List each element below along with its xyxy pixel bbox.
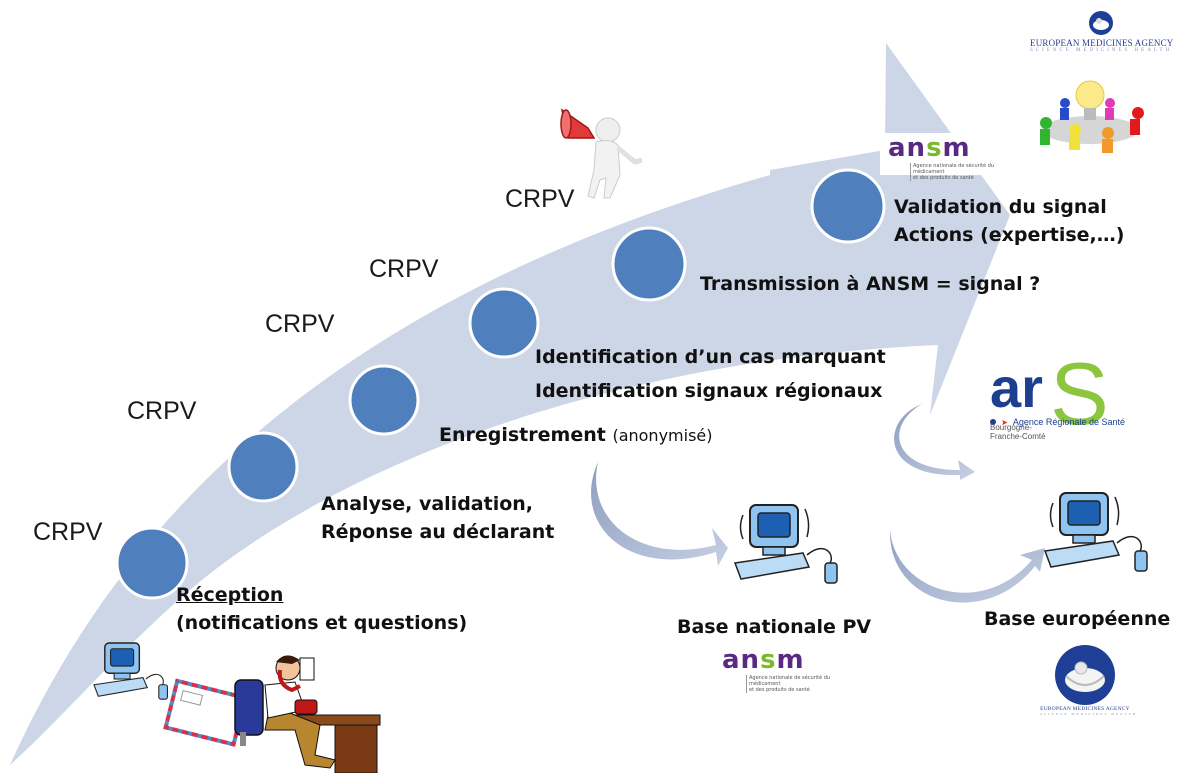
step-circle-4: [468, 287, 540, 359]
step-circles: [115, 168, 886, 600]
step-validation-line1: Validation du signal: [894, 196, 1107, 218]
step-analyse: Analyse, validation, Réponse au déclaran…: [321, 490, 554, 546]
ansm-logo-s: s: [926, 133, 943, 163]
megaphone-person-icon: [560, 108, 643, 199]
ansm-logo-m-2: m: [776, 645, 805, 675]
ema-logo-name-2: EUROPEAN MEDICINES AGENCY: [1040, 706, 1130, 712]
step-enregistrement-note: (anonymisé): [612, 426, 713, 445]
ansm-logo-sub2: et des produits de santé: [913, 175, 974, 181]
envelope-icon: [163, 678, 248, 747]
ansm-logo-top: ansm Agence nationale de sécurité du méd…: [880, 133, 1016, 181]
step-identification: Identification d’un cas marquant Identif…: [535, 340, 886, 408]
curved-arrow-to-national: [591, 462, 728, 566]
meeting-lightbulb-icon: [1040, 80, 1144, 153]
curved-arrow-to-ars: [894, 404, 975, 480]
step-validation: Validation du signal Actions (expertise,…: [894, 193, 1124, 249]
actor-label-crpv-4: CRPV: [369, 255, 439, 283]
ema-logo-bottom: EUROPEAN MEDICINES AGENCY SCIENCE MEDICI…: [1040, 706, 1138, 716]
step-validation-line2: Actions (expertise,…): [894, 224, 1125, 246]
step-reception: Réception (notifications et questions): [176, 581, 467, 637]
step-circle-5: [611, 226, 687, 302]
actor-label-crpv-3: CRPV: [265, 310, 335, 338]
ansm-logo-s-2: s: [760, 645, 777, 675]
step-reception-subtitle: (notifications et questions): [176, 612, 468, 634]
ars-logo-region2: Franche-Comté: [990, 432, 1046, 441]
ema-emblem-top: [1089, 11, 1113, 35]
step-enregistrement: Enregistrement (anonymisé): [439, 421, 713, 450]
ansm-logo-an: an: [888, 133, 927, 163]
curved-arrow-to-european: [889, 530, 1045, 603]
ars-logo-s: S: [1050, 344, 1109, 443]
database-european-label: Base européenne: [984, 608, 1171, 630]
ars-chevron-icon: ➤: [1001, 418, 1008, 427]
step-circle-3: [348, 364, 420, 436]
step-reception-title: Réception: [176, 584, 284, 606]
ars-logo-ar: ar: [990, 356, 1043, 419]
process-arrow: [10, 43, 1010, 765]
step-identification-line2: Identification signaux régionaux: [535, 380, 883, 402]
database-national-label: Base nationale PV: [677, 616, 872, 638]
ema-logo-top: EUROPEAN MEDICINES AGENCY SCIENCE MEDICI…: [1030, 38, 1174, 53]
step-enregistrement-title: Enregistrement: [439, 424, 606, 446]
ars-logo-region1: Bourgogne-: [990, 423, 1032, 432]
ars-logo-name: Agence Régionale de Santé: [1012, 417, 1125, 427]
ars-dot-icon: [990, 419, 996, 425]
step-identification-line1: Identification d’un cas marquant: [535, 346, 886, 368]
ansm-logo-sub2-2: et des produits de santé: [749, 687, 810, 693]
actor-label-crpv-1: CRPV: [33, 518, 103, 546]
ansm-logo-sub1: Agence nationale de sécurité du médicame…: [913, 163, 995, 175]
step-analyse-line2: Réponse au déclarant: [321, 521, 555, 543]
step-analyse-line1: Analyse, validation,: [321, 493, 534, 515]
phone-operator-icon: [234, 655, 381, 773]
step-circle-1: [115, 526, 189, 600]
step-circle-6: [810, 168, 886, 244]
actor-label-crpv-5: CRPV: [505, 185, 575, 213]
step-transmission-title: Transmission à ANSM = signal ?: [700, 273, 1041, 295]
computer-icon-national: [733, 504, 838, 584]
ansm-logo-m: m: [942, 133, 971, 163]
computer-icon-european: [1043, 492, 1148, 572]
actor-label-crpv-2: CRPV: [127, 397, 197, 425]
step-circle-2: [227, 431, 299, 503]
ansm-logo-bottom: ansm Agence nationale de sécurité du méd…: [722, 645, 858, 693]
ansm-logo-an-2: an: [722, 645, 761, 675]
ema-logo-tagline: SCIENCE MEDICINES HEALTH: [1030, 48, 1173, 53]
step-transmission: Transmission à ANSM = signal ?: [700, 270, 1040, 298]
ema-logo-name: EUROPEAN MEDICINES AGENCY: [1030, 38, 1174, 48]
ars-logo: ar S ➤ Agence Régionale de Santé Bourgog…: [990, 350, 1125, 468]
ansm-logo-sub1-2: Agence nationale de sécurité du médicame…: [749, 675, 831, 687]
ema-logo-tagline-2: SCIENCE MEDICINES HEALTH: [1040, 712, 1138, 716]
computer-icon-reception: [93, 642, 168, 700]
ema-emblem-bottom: [1055, 645, 1115, 705]
